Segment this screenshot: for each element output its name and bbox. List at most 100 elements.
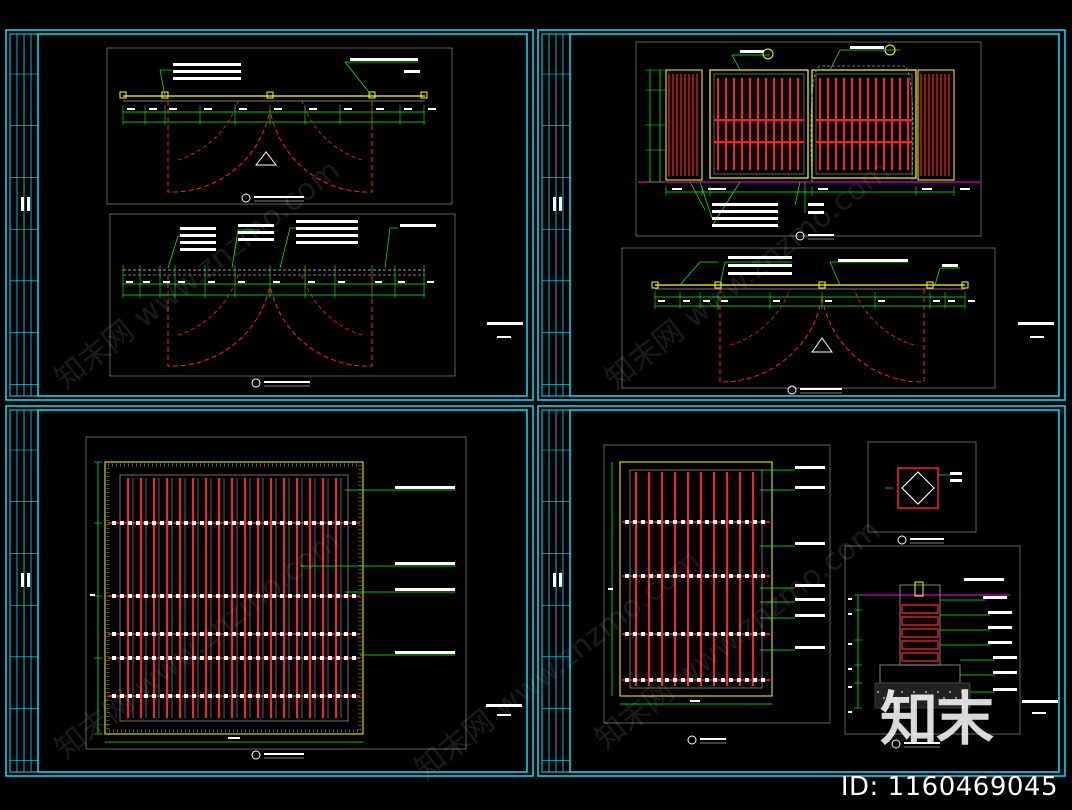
panel-fastener	[264, 632, 268, 636]
panel-fastener	[192, 694, 196, 698]
panel-fastener	[753, 574, 757, 578]
dimension-text	[309, 108, 317, 110]
panel-fastener	[152, 656, 156, 660]
panel-fastener	[216, 594, 220, 598]
panel-fastener	[152, 632, 156, 636]
panel-fastener	[633, 678, 637, 682]
panel-fastener	[304, 594, 308, 598]
viewport-border	[106, 47, 453, 205]
panel-fastener	[753, 520, 757, 524]
leader-line	[794, 181, 801, 206]
post-marker	[818, 281, 826, 289]
detail-callout-circle	[795, 231, 805, 241]
drawing-title-text	[800, 388, 842, 390]
panel-fastener	[224, 521, 228, 525]
panel-fastener	[240, 521, 244, 525]
panel-fastener	[673, 574, 677, 578]
section-marker	[254, 151, 278, 166]
panel-fastener	[745, 632, 749, 636]
panel-fastener	[344, 694, 348, 698]
panel-fastener	[705, 678, 709, 682]
gravel-dot	[942, 696, 946, 700]
panel-fastener	[200, 594, 204, 598]
annotation-leader-text	[296, 241, 358, 244]
leader-line	[344, 61, 373, 97]
panel-fastener	[280, 632, 284, 636]
gate-pier	[665, 69, 703, 181]
annotation-leader-text	[983, 596, 1007, 599]
annotation-leader-text	[395, 588, 455, 591]
panel-fastener	[737, 632, 741, 636]
gate-leaf	[811, 69, 917, 179]
panel-fastener	[224, 656, 228, 660]
panel-fastener	[160, 594, 164, 598]
panel-fastener	[280, 694, 284, 698]
panel-fastener	[208, 521, 212, 525]
dimension-text	[933, 300, 940, 302]
panel-outer-frame	[619, 461, 773, 697]
panel-fastener	[144, 594, 148, 598]
viewport-border	[603, 444, 831, 724]
panel-fastener	[184, 594, 188, 598]
door-swing-arc	[301, 274, 363, 336]
door-swing-arc	[301, 100, 363, 161]
panel-fastener	[136, 632, 140, 636]
panel-fastener	[288, 656, 292, 660]
panel-fastener	[288, 632, 292, 636]
panel-fastener	[248, 632, 252, 636]
panel-fastener	[697, 632, 701, 636]
panel-fastener	[208, 694, 212, 698]
title-block-text	[27, 196, 30, 211]
panel-fastener	[240, 656, 244, 660]
detail-callout-circle	[241, 193, 251, 203]
dimension-text	[848, 686, 852, 688]
panel-fastener	[737, 678, 741, 682]
gravel-dot	[906, 696, 910, 700]
panel-fastener	[665, 632, 669, 636]
panel-fastener	[304, 656, 308, 660]
panel-fastener	[176, 521, 180, 525]
panel-fastener	[136, 594, 140, 598]
annotation-leader-text	[808, 211, 824, 214]
panel-fastener	[112, 694, 116, 698]
gravel-dot	[894, 696, 898, 700]
dimension-text	[721, 300, 728, 302]
panel-fastener	[296, 632, 300, 636]
post-marker	[961, 281, 969, 289]
title-block-text	[21, 196, 24, 211]
panel-fastener	[288, 694, 292, 698]
title-block-text	[553, 196, 556, 211]
door-swing-arc	[167, 101, 271, 193]
panel-fastener	[745, 574, 749, 578]
panel-fastener	[264, 521, 268, 525]
annotation-leader-text	[942, 264, 958, 267]
panel-fastener	[713, 520, 717, 524]
door-swing-arc	[821, 289, 925, 383]
dimension-text	[708, 188, 718, 190]
drawing-title-text	[700, 738, 726, 740]
gravel-dot	[936, 690, 940, 694]
dimension-text	[818, 188, 828, 190]
panel-fastener	[136, 521, 140, 525]
leader-line	[731, 54, 741, 71]
door-swing-arc	[177, 100, 239, 161]
dimension-text	[376, 108, 384, 110]
annotation-leader-text	[950, 472, 962, 475]
viewport-border	[85, 436, 467, 750]
gate-pier	[917, 69, 955, 181]
annotation-leader-text	[795, 486, 825, 489]
dimension-text	[178, 281, 185, 283]
panel-fastener	[649, 520, 653, 524]
panel-fastener	[160, 521, 164, 525]
sheet-border	[537, 29, 1066, 401]
annotation-leader-text	[238, 224, 274, 227]
panel-fastener	[320, 632, 324, 636]
panel-fastener	[320, 656, 324, 660]
panel-fastener	[665, 520, 669, 524]
annotation-leader-text	[395, 562, 455, 565]
drawing-frame	[569, 33, 1060, 397]
viewport-border	[867, 441, 977, 533]
dimension-text	[922, 188, 932, 190]
panel-fastener	[753, 678, 757, 682]
